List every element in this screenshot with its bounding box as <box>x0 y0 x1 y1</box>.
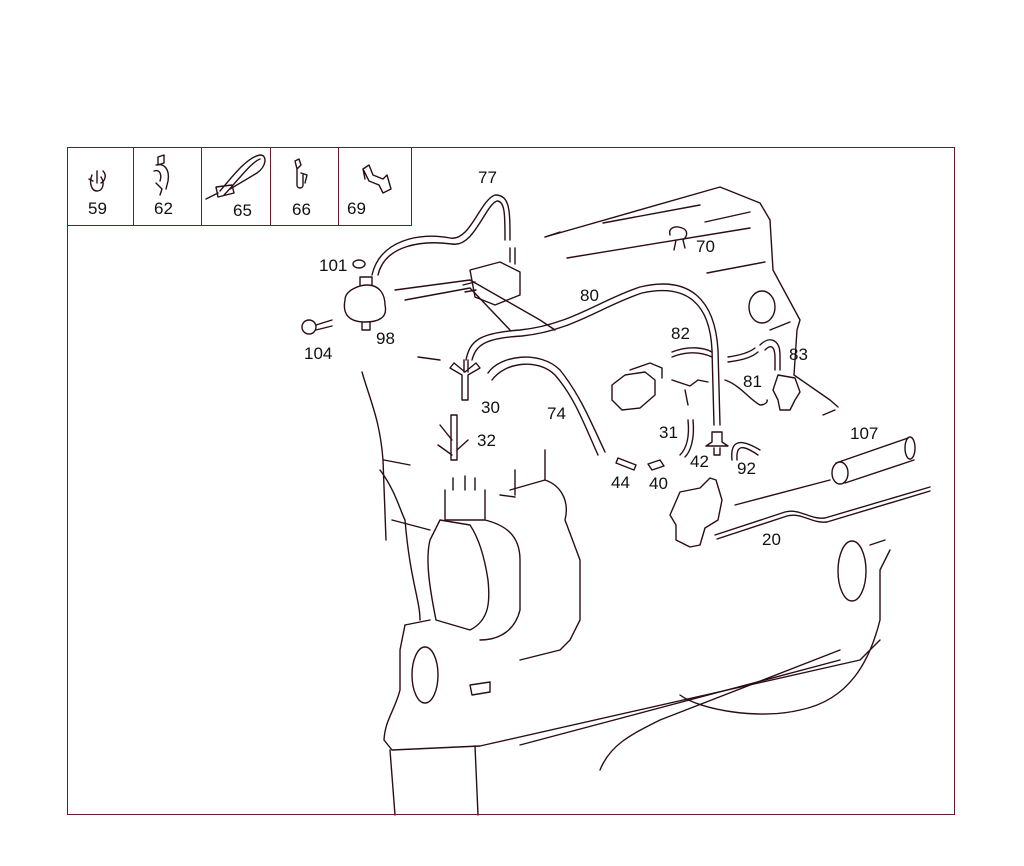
callout-82: 82 <box>671 324 690 343</box>
diagram-frame <box>67 147 955 815</box>
hose-clip-icon <box>88 170 106 192</box>
callout-32: 32 <box>477 431 496 450</box>
callout-80: 80 <box>580 286 599 305</box>
line-clip-icon <box>294 158 308 189</box>
callout-31: 31 <box>659 423 678 442</box>
callout-20: 20 <box>762 530 781 549</box>
legend-label: 66 <box>292 200 311 219</box>
callout-101: 101 <box>319 256 348 275</box>
pipe-clamp-icon <box>153 154 170 196</box>
callout-77: 77 <box>478 168 497 187</box>
callout-70: 70 <box>696 237 715 256</box>
callout-104: 104 <box>304 344 333 363</box>
callout-81: 81 <box>743 372 762 391</box>
parts-legend: 59 62 65 66 69 <box>67 147 412 226</box>
cable-tie-icon <box>205 154 266 200</box>
vacuum-hoses <box>371 194 931 540</box>
legend-cell-65: 65 <box>202 147 271 225</box>
callout-40: 40 <box>649 474 668 493</box>
callout-74: 74 <box>547 404 566 423</box>
legend-label: 62 <box>154 199 173 218</box>
legend-label: 59 <box>88 199 107 218</box>
legend-cell-66: 66 <box>271 147 339 225</box>
legend-cell-59: 59 <box>67 147 134 225</box>
bracket-clip-icon <box>362 164 392 194</box>
callout-83: 83 <box>789 345 808 364</box>
callout-44: 44 <box>611 473 630 492</box>
callout-98: 98 <box>376 329 395 348</box>
components <box>301 226 801 548</box>
legend-label: 69 <box>347 199 366 218</box>
callout-92: 92 <box>737 459 756 478</box>
callout-107: 107 <box>850 424 879 443</box>
legend-cell-69: 69 <box>339 147 411 225</box>
callout-42: 42 <box>690 452 709 471</box>
legend-label: 65 <box>233 201 252 220</box>
legend-cell-62: 62 <box>134 147 202 225</box>
callout-30: 30 <box>481 398 500 417</box>
